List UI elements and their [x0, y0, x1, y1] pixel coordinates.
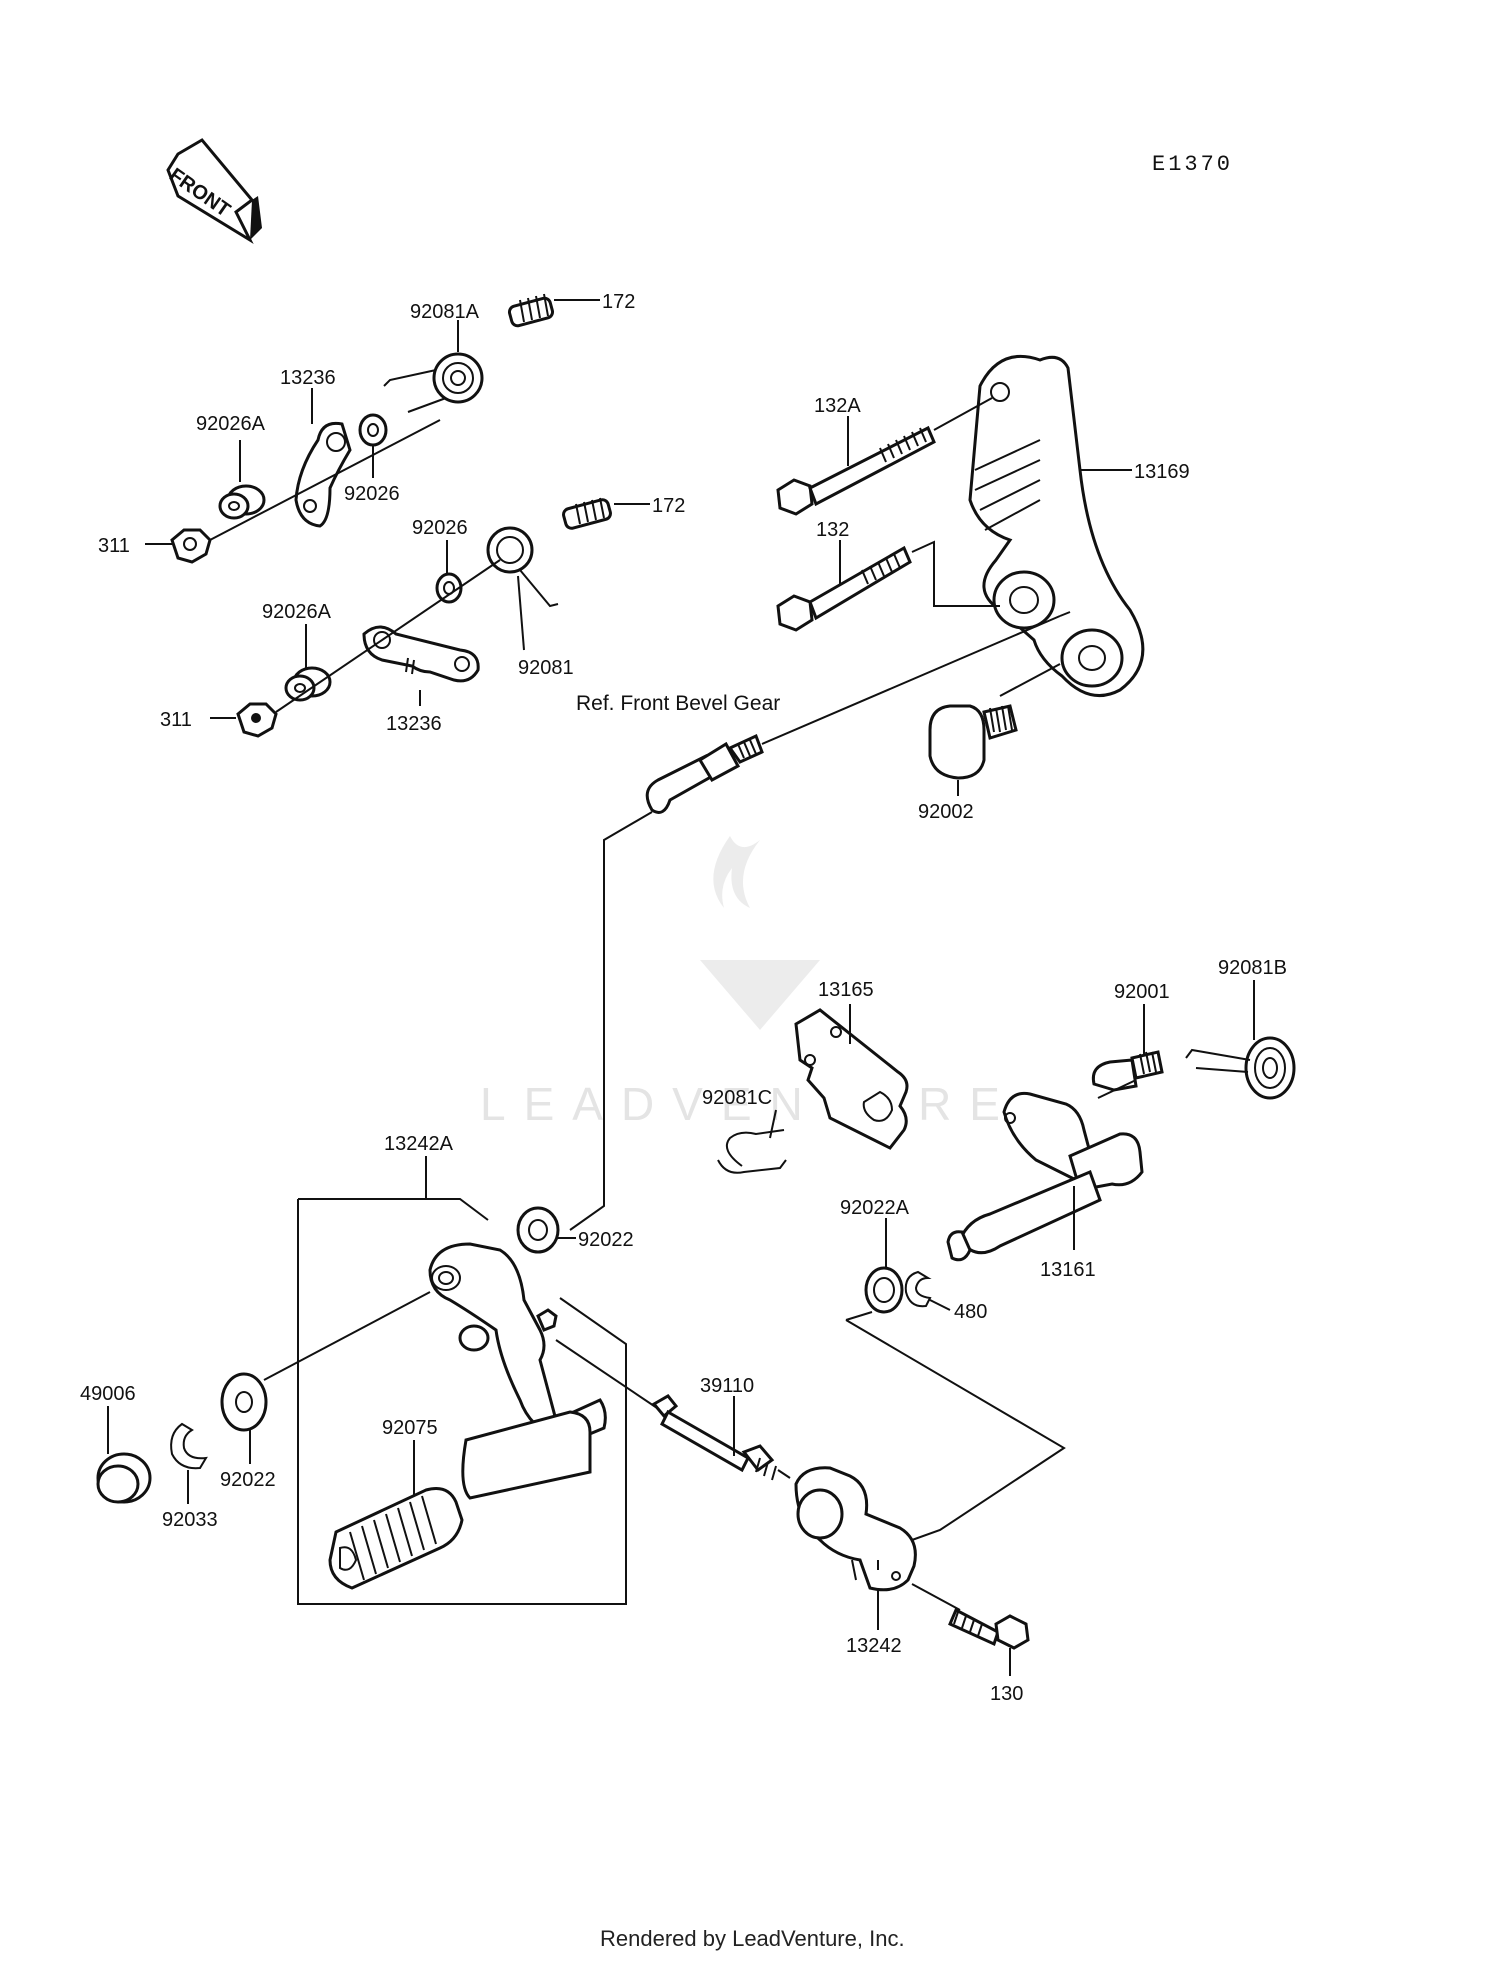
- callout-92081a: 92081A: [410, 301, 480, 323]
- callout-13236-a: 13236: [280, 367, 336, 389]
- rubber-92075: [328, 1487, 464, 1590]
- pin-172-b: [562, 497, 650, 530]
- collar-92026a-b: [284, 666, 332, 702]
- leader-shaft-to-washer: [569, 811, 653, 1231]
- callout-480: 480: [954, 1301, 987, 1323]
- callout-92002: 92002: [918, 801, 974, 823]
- nut-311-a: [170, 528, 212, 564]
- reference-label: Ref. Front Bevel Gear: [576, 692, 780, 715]
- footer-credit: Rendered by LeadVenture, Inc.: [600, 1926, 905, 1951]
- callout-13165: 13165: [818, 979, 874, 1001]
- washer-92026-a: [358, 413, 388, 447]
- callout-92081: 92081: [518, 657, 574, 679]
- callout-92022-b: 92022: [220, 1469, 276, 1491]
- pin-92001: [1091, 1050, 1164, 1092]
- washer-92026-b: [435, 572, 463, 604]
- lever-13236-b: [362, 625, 480, 683]
- callout-92033: 92033: [162, 1509, 218, 1531]
- callout-92081c: 92081C: [702, 1087, 772, 1109]
- leader-lines: [107, 320, 1255, 1676]
- axis-line-lower: [275, 559, 501, 713]
- spring-92081a: [383, 352, 484, 413]
- lever-13236-a: [294, 421, 352, 528]
- bolt-132: [776, 540, 1000, 632]
- pedal-arm-13242a: [428, 1242, 607, 1500]
- callout-92026-a: 92026: [344, 483, 400, 505]
- axis-line-upper: [209, 419, 441, 541]
- callout-13242: 13242: [846, 1635, 902, 1657]
- leader-92002-axis: [999, 663, 1061, 697]
- bracket-13169: [968, 354, 1145, 698]
- leader-pedal-pivot: [263, 1291, 431, 1381]
- callout-92075: 92075: [382, 1417, 438, 1439]
- plate-13165: [794, 1008, 909, 1150]
- washer-92022-b: [220, 1372, 268, 1432]
- circlip-92033: [170, 1422, 208, 1470]
- callout-39110: 39110: [700, 1375, 754, 1397]
- callout-92026a-b: 92026A: [262, 601, 332, 623]
- callout-92081b: 92081B: [1218, 957, 1287, 979]
- bolt-130: [948, 1607, 1030, 1650]
- bolt-132a: [776, 397, 993, 516]
- tie-rod-39110: [555, 1339, 791, 1481]
- watermark-text: LEADVENTURE: [480, 1078, 1018, 1130]
- callout-13169: 13169: [1134, 461, 1190, 483]
- callout-172-b: 172: [652, 495, 685, 517]
- front-arrow-icon: FRONT: [165, 138, 262, 245]
- shift-shaft-13161: [946, 1079, 1144, 1262]
- group-box-13242a: [297, 1198, 627, 1605]
- callout-92022a: 92022A: [840, 1197, 910, 1219]
- watermark: LEADVENTURE: [480, 836, 1018, 1130]
- leader-bolt-130: [911, 1583, 961, 1611]
- callout-311-a: 311: [98, 535, 130, 557]
- callout-92026-b: 92026: [412, 517, 468, 539]
- diagram-code: E1370: [1152, 152, 1233, 177]
- washer-92022a: [864, 1266, 904, 1314]
- callout-13161: 13161: [1040, 1259, 1096, 1281]
- callout-13236-b: 13236: [386, 713, 442, 735]
- callout-132: 132: [816, 519, 849, 541]
- bolt-92002: [928, 704, 1018, 780]
- callout-92001: 92001: [1114, 981, 1170, 1003]
- rod-end-13242: [794, 1466, 917, 1592]
- spring-92081: [486, 526, 559, 608]
- leader-shaft-to-arm: [845, 1311, 1066, 1541]
- clip-92081c: [717, 1129, 787, 1174]
- washer-92022-a: [516, 1206, 560, 1254]
- callout-13242a: 13242A: [384, 1133, 454, 1155]
- circlip-480: [904, 1270, 932, 1308]
- bevel-gear-shaft: [645, 611, 1071, 814]
- callout-311-b: 311: [160, 709, 192, 731]
- callout-labels: 92081A 172 13236 92026A 92026 311 172 92…: [80, 291, 1287, 1705]
- callout-92026a-a: 92026A: [196, 413, 266, 435]
- collar-92026a-a: [218, 484, 266, 520]
- spring-92081b: [1185, 1036, 1296, 1100]
- nut-311-b: [236, 702, 278, 738]
- cap-49006: [96, 1452, 152, 1504]
- callout-49006: 49006: [80, 1383, 136, 1405]
- callout-132a: 132A: [814, 395, 861, 417]
- callout-92022-a: 92022: [578, 1229, 634, 1251]
- callout-172-a: 172: [602, 291, 635, 313]
- pin-172-a: [507, 293, 600, 328]
- callout-130: 130: [990, 1683, 1023, 1705]
